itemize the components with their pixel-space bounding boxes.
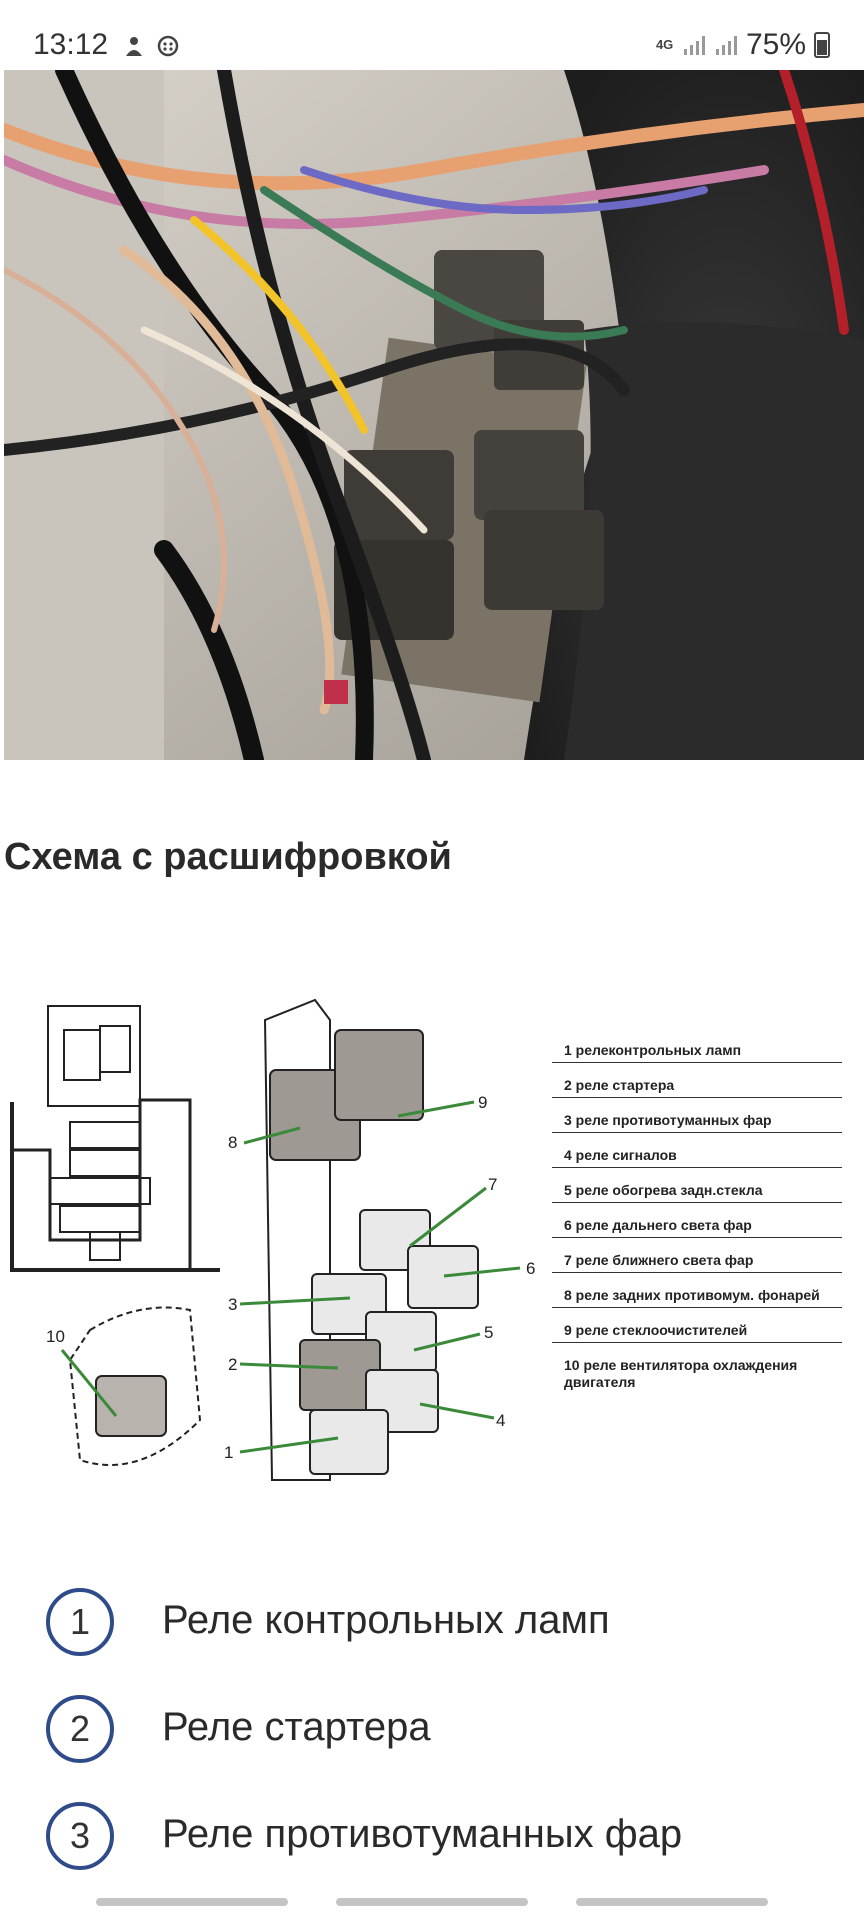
callout-4: 4 xyxy=(496,1411,505,1430)
battery-icon xyxy=(814,32,830,58)
list-item-text: Реле стартера xyxy=(162,1705,431,1749)
callout-3: 3 xyxy=(228,1295,237,1314)
callout-5: 5 xyxy=(484,1323,493,1342)
relay-diagram[interactable]: 10 8 9 7 6 3 5 2 4 1 xyxy=(0,960,864,1520)
navigation-bar xyxy=(0,1890,864,1920)
callout-2: 2 xyxy=(228,1355,237,1374)
legend-item: 2 реле стартера xyxy=(552,1063,842,1098)
vpn-icon xyxy=(157,35,179,57)
relay-diagram-drawing: 10 8 9 7 6 3 5 2 4 1 xyxy=(10,998,535,1481)
status-left-icons xyxy=(122,34,180,58)
nav-back-handle[interactable] xyxy=(576,1898,768,1906)
signal-icon xyxy=(683,36,705,55)
status-bar: 13:12 4G 75% xyxy=(0,0,864,70)
list-item-text: Реле контрольных ламп xyxy=(162,1598,610,1642)
section-heading: Схема с расшифровкой xyxy=(4,836,452,878)
signal-icon-2 xyxy=(715,36,737,55)
list-number-badge: 3 xyxy=(46,1802,114,1870)
callout-1: 1 xyxy=(224,1443,233,1462)
legend-item: 5 реле обогрева задн.стекла xyxy=(552,1168,842,1203)
callout-6: 6 xyxy=(526,1259,535,1278)
status-right-icons: 4G 75% xyxy=(656,28,830,62)
status-time: 13:12 xyxy=(33,28,109,61)
list-number-badge: 1 xyxy=(46,1588,114,1656)
legend-item: 9 реле стеклоочистителей xyxy=(552,1308,842,1343)
legend-item: 8 реле задних противомум. фонарей xyxy=(552,1273,842,1308)
callout-9: 9 xyxy=(478,1093,487,1112)
callout-8: 8 xyxy=(228,1133,237,1152)
legend-item: 10 реле вентилятора охлаждения двигателя xyxy=(564,1357,798,1390)
diagram-legend: 1 релеконтрольных ламп 2 реле стартера 3… xyxy=(552,1028,842,1397)
legend-item: 6 реле дальнего света фар xyxy=(552,1203,842,1238)
legend-item: 7 реле ближнего света фар xyxy=(552,1238,842,1273)
nav-recents-handle[interactable] xyxy=(96,1898,288,1906)
notification-icon xyxy=(126,37,142,56)
legend-item: 1 релеконтрольных ламп xyxy=(552,1028,842,1063)
callout-7: 7 xyxy=(488,1175,497,1194)
network-type: 4G xyxy=(655,37,674,52)
list-item-text: Реле противотуманных фар xyxy=(162,1812,683,1856)
legend-item: 4 реле сигналов xyxy=(552,1133,842,1168)
nav-home-handle[interactable] xyxy=(336,1898,528,1906)
fuse-box-photo[interactable] xyxy=(4,70,864,760)
battery-level: 75% xyxy=(745,28,806,61)
legend-item: 3 реле противотуманных фар xyxy=(552,1098,842,1133)
list-number-badge: 2 xyxy=(46,1695,114,1763)
callout-10: 10 xyxy=(46,1327,65,1346)
